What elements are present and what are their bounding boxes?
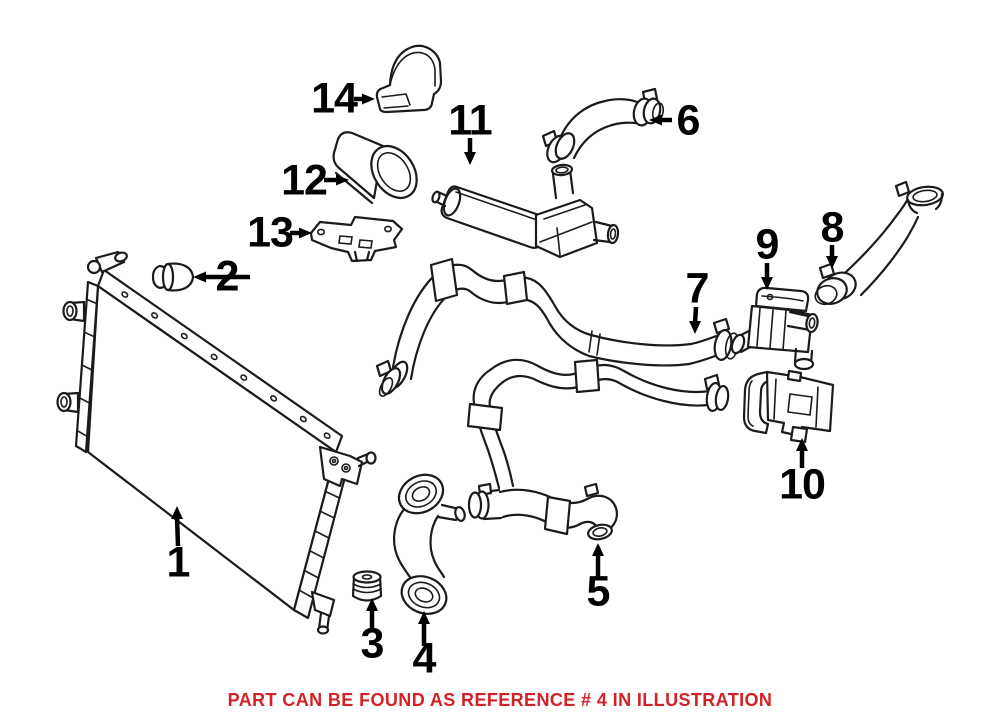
callout-label-1: 1 (166, 538, 191, 587)
callout-arrow-9 (761, 263, 773, 290)
callout-label-10: 10 (779, 460, 826, 509)
callout-arrow-10 (796, 438, 808, 468)
callout-label-14: 14 (311, 74, 358, 123)
callout-arrow-8 (826, 245, 838, 269)
callout-arrow-4 (418, 611, 430, 646)
callout-label-13: 13 (247, 208, 294, 257)
callout-arrow-13 (290, 227, 312, 239)
callout-label-11: 11 (448, 96, 492, 145)
callout-arrow-1 (171, 506, 183, 547)
part-pump-11 (431, 163, 620, 259)
callout-label-12: 12 (281, 156, 328, 205)
callout-arrow-14 (354, 93, 375, 105)
part-bracket-13 (309, 215, 404, 263)
callout-arrow-3 (366, 598, 378, 630)
part-radiator (56, 250, 377, 635)
part-plug-cap (151, 262, 195, 292)
part-hose-8 (814, 180, 944, 306)
part-hose-6 (541, 87, 665, 164)
callout-label-5: 5 (586, 567, 611, 616)
callout-label-4: 4 (412, 634, 437, 683)
callout-arrow-11 (464, 138, 476, 165)
callout-label-3: 3 (360, 619, 385, 668)
part-mount-bushing (351, 570, 383, 602)
callout-label-9: 9 (755, 220, 780, 269)
callout-arrow-2 (193, 271, 250, 283)
part-hose-7 (375, 257, 740, 397)
part-hose-5 (466, 358, 730, 541)
callout-label-8: 8 (820, 203, 845, 252)
callout-arrow-6 (649, 114, 672, 126)
part-sleeve-12 (332, 131, 418, 205)
callout-arrow-12 (324, 174, 349, 186)
part-shield-14 (375, 44, 443, 114)
callout-label-7: 7 (685, 264, 710, 313)
reference-note: PART CAN BE FOUND AS REFERENCE # 4 IN IL… (227, 690, 773, 710)
callout-label-2: 2 (215, 252, 240, 301)
callout-label-6: 6 (676, 96, 701, 145)
part-hose-4 (392, 473, 466, 615)
part-bracket-10 (742, 369, 835, 444)
callout-arrow-5 (592, 543, 604, 577)
part-valve-9 (730, 286, 819, 371)
callout-arrow-7 (689, 306, 701, 334)
